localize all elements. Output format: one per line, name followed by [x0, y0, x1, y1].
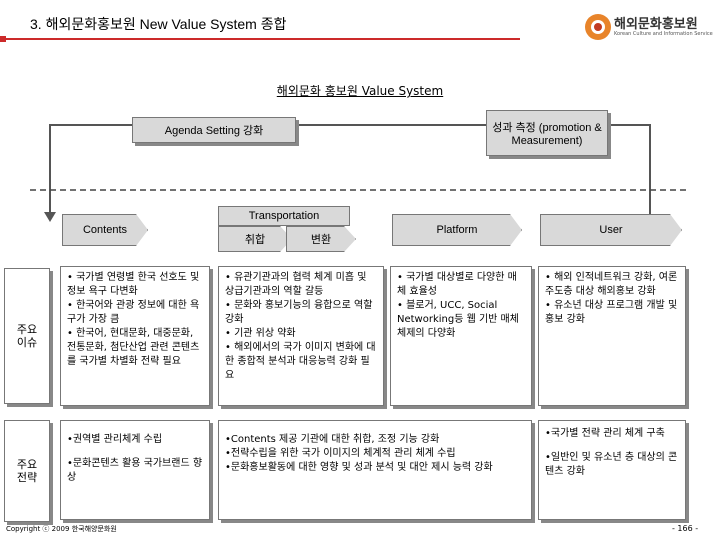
copyright: Copyright ⓒ 2009 한국해양문화원 — [6, 525, 117, 533]
issue-user-cell: • 해외 인적네트워크 강화, 여론 주도층 대상 해외홍보 강화 • 유소년 … — [538, 266, 686, 406]
issue-contents-cell: • 국가별 연령별 한국 선호도 및 정보 욕구 다변화 • 한국어와 관광 정… — [60, 266, 210, 406]
page-number: - 166 - — [672, 524, 699, 533]
loop-arrow-icon — [44, 212, 56, 222]
issue-contents-item: • 한국어, 현대문화, 대중문화, 전통문화, 첨단산업 관련 콘텐츠를 국가… — [67, 328, 200, 367]
column-transportation: Transportation — [218, 206, 350, 226]
strategy-contents-item: •권역별 관리체계 수립 — [67, 434, 163, 445]
strategy-middle-item: •Contents 제공 기관에 대한 취합, 조정 기능 강화 — [225, 434, 440, 445]
issue-transportation-item: • 유관기관과의 협력 체계 미흡 및 상급기관과의 역할 갈등 — [225, 272, 367, 297]
strategy-user-cell: •국가별 전략 관리 체계 구축 •일반인 및 유소년 층 대상의 콘텐츠 강화 — [538, 420, 686, 520]
column-user: User — [540, 214, 682, 246]
strategy-user-item: •국가별 전략 관리 체계 구축 — [545, 428, 665, 439]
agenda-banner: Agenda Setting 강화 — [132, 117, 296, 143]
issue-platform-item: • 블로거, UCC, Social Networking등 웹 기반 매체 체… — [397, 300, 519, 339]
page-title: 3. 해외문화홍보원 New Value System 종합 — [30, 16, 287, 32]
column-platform: Platform — [392, 214, 522, 246]
logo-subtitle: Korean Culture and Information Service — [614, 31, 713, 37]
issue-user-item: • 유소년 대상 프로그램 개발 및 홍보 강화 — [545, 300, 678, 325]
diagram-heading: 해외문화 홍보원 Value System — [276, 84, 444, 98]
strategy-middle-item: •전략수립을 위한 국가 이미지의 체계적 관리 체계 수립 — [225, 448, 456, 459]
row-label-strategy: 주요 전략 — [4, 420, 50, 522]
issue-contents-item: • 한국어와 관광 정보에 대한 욕구가 가장 큼 — [67, 300, 200, 325]
strategy-contents-item: •문화콘텐츠 활용 국가브랜드 향상 — [67, 458, 203, 483]
strategy-user-item: •일반인 및 유소년 층 대상의 콘텐츠 강화 — [545, 452, 678, 477]
issue-contents-item: • 국가별 연령별 한국 선호도 및 정보 욕구 다변화 — [67, 272, 200, 297]
row-label-strategy-text: 주요 전략 — [16, 457, 38, 484]
row-label-issues-text: 주요 이슈 — [16, 322, 38, 349]
strategy-contents-cell: •권역별 관리체계 수립 •문화콘텐츠 활용 국가브랜드 향상 — [60, 420, 210, 520]
column-transform: 변환 — [286, 226, 356, 252]
column-acquire: 취합 — [218, 226, 292, 252]
measure-banner: 성과 측정 (promotion & Measurement) — [486, 110, 608, 156]
issue-transportation-cell: • 유관기관과의 협력 체계 미흡 및 상급기관과의 역할 갈등 • 문화와 홍… — [218, 266, 384, 406]
issue-transportation-item: • 기관 위상 약화 — [225, 328, 296, 339]
feedback-loop-line — [49, 124, 651, 215]
row-label-issues: 주요 이슈 — [4, 268, 50, 404]
issue-transportation-item: • 해외에서의 국가 이미지 변화에 대한 종합적 분석과 대응능력 강화 필요 — [225, 342, 376, 381]
strategy-middle-cell: •Contents 제공 기관에 대한 취합, 조정 기능 강화 •전략수립을 … — [218, 420, 532, 520]
strategy-middle-item: •문화홍보활동에 대한 영향 및 성과 분석 및 대안 제시 능력 강화 — [225, 462, 493, 473]
logo-name: 해외문화홍보원 — [614, 17, 698, 32]
title-divider — [0, 38, 520, 40]
issue-transportation-item: • 문화와 홍보기능의 융합으로 역할 강화 — [225, 300, 373, 325]
issue-platform-item: • 국가별 대상별로 다양한 매체 효율성 — [397, 272, 517, 297]
issue-user-item: • 해외 인적네트워크 강화, 여론 주도층 대상 해외홍보 강화 — [545, 272, 678, 297]
issue-platform-cell: • 국가별 대상별로 다양한 매체 효율성 • 블로거, UCC, Social… — [390, 266, 532, 406]
logo-mark — [585, 14, 611, 40]
column-contents: Contents — [62, 214, 148, 246]
